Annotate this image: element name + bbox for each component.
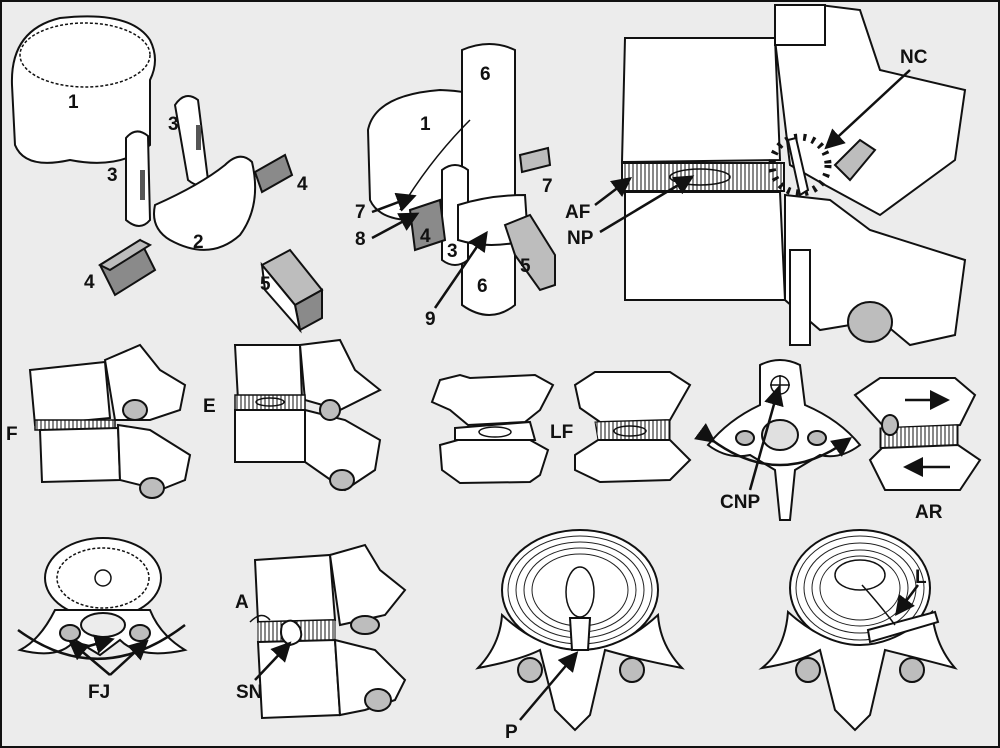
label-3-left: 3 — [107, 165, 118, 186]
label-1-b: 1 — [420, 114, 431, 135]
label-fj: FJ — [88, 682, 110, 703]
disc-protrusion-illustration: P — [475, 529, 685, 743]
label-6-top: 6 — [480, 64, 491, 85]
lateral-flexion-illustration: LF — [430, 371, 692, 485]
lower-spinous-post — [789, 249, 811, 346]
lower-vertebra — [624, 191, 787, 301]
flexion-illustration: F — [6, 343, 192, 499]
facet-gray-upper — [833, 138, 877, 182]
label-f: F — [6, 424, 18, 445]
lesion-illustration: L — [758, 529, 958, 732]
spinous-stub — [774, 4, 826, 46]
extension-illustration: E — [203, 338, 382, 492]
label-cnp: CNP — [720, 492, 760, 513]
label-e: E — [203, 396, 216, 417]
label-ar: AR — [915, 502, 943, 523]
panel-c-motion-segment: NC AF NP — [565, 3, 967, 347]
annulus-crescent — [153, 155, 257, 251]
label-4-b: 4 — [420, 226, 431, 247]
label-8: 8 — [355, 229, 366, 250]
small-block-left — [97, 238, 157, 297]
nucleus-pulposus — [669, 168, 731, 186]
block-5 — [503, 213, 556, 292]
panel-a-exploded-model: 1 3 3 4 2 4 5 — [10, 15, 324, 334]
upper-vertebra — [620, 37, 782, 164]
facet-gray-lower — [847, 301, 893, 343]
label-lf: LF — [550, 422, 573, 443]
label-a: A — [235, 592, 249, 613]
label-2: 2 — [193, 232, 204, 253]
label-af: AF — [565, 202, 590, 223]
label-7-right: 7 — [542, 176, 553, 197]
upper-posterior-elements — [773, 3, 967, 217]
axial-rotation-illustration: AR — [853, 377, 982, 523]
label-3-b: 3 — [447, 241, 458, 262]
label-1: 1 — [68, 92, 79, 113]
label-6-bottom: 6 — [477, 276, 488, 297]
cnp-illustration: CNP — [693, 359, 862, 521]
label-7-left: 7 — [355, 202, 366, 223]
facet-cylinder-left — [125, 130, 152, 227]
label-np: NP — [567, 228, 594, 249]
small-block-right — [253, 153, 294, 194]
neural-canal-dots — [768, 133, 832, 197]
panel-b-assembled-model: 6 1 7 7 8 4 3 5 6 9 — [355, 43, 556, 330]
facet-joints-illustration: FJ — [17, 537, 188, 703]
label-p: P — [505, 722, 518, 743]
rod-7 — [518, 146, 552, 174]
label-4-right: 4 — [297, 174, 308, 195]
label-9: 9 — [425, 309, 436, 330]
label-4-left: 4 — [84, 272, 95, 293]
label-nc: NC — [900, 47, 928, 68]
annulus-fibrosus — [621, 162, 785, 192]
large-block — [260, 248, 324, 334]
vertebral-body-block — [10, 15, 156, 164]
label-sn: SN — [236, 682, 262, 703]
label-5: 5 — [260, 274, 271, 295]
block-4 — [408, 198, 447, 252]
label-3-right: 3 — [168, 114, 179, 135]
label-5-b: 5 — [520, 256, 531, 277]
label-l: L — [915, 567, 927, 588]
herniation-illustration: A SN — [235, 543, 407, 720]
